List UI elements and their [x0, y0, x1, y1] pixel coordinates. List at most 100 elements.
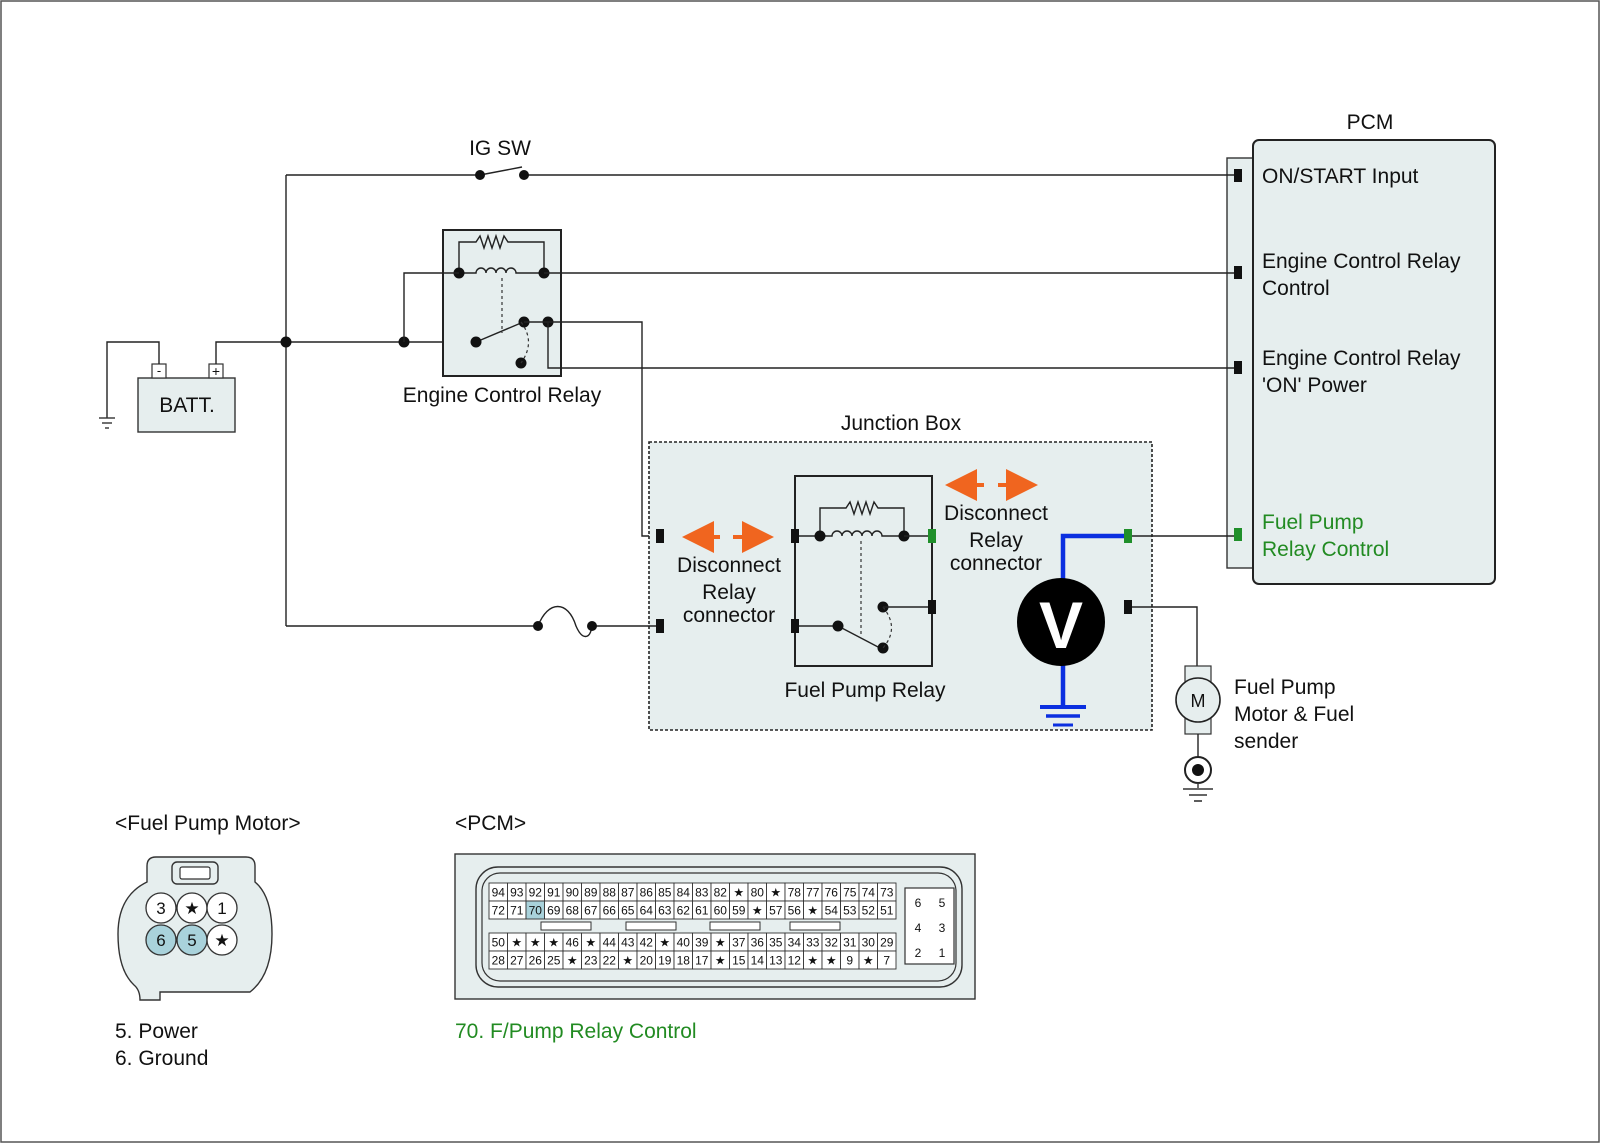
pcm-box: [1252, 139, 1496, 585]
pcm-pin-label: 54: [825, 904, 839, 918]
fuse-icon: [537, 606, 593, 638]
pcm-pin-ecr-control-line1: Engine Control Relay: [1262, 250, 1461, 273]
pcm-pin-cell: [877, 900, 897, 920]
pcm-pin-label: 65: [621, 904, 635, 918]
pcm-pin-label: 86: [640, 886, 654, 900]
disconnect-left-line2: Relay: [702, 581, 756, 604]
pcm-pin-label: 50: [492, 936, 506, 950]
pcm-pin-fpr-control-line2: Relay Control: [1262, 538, 1389, 561]
pcm-connector-legend: 70. F/Pump Relay Control: [455, 1020, 697, 1043]
pcm-pin-label: 34: [788, 936, 802, 950]
pcm-pin-label: ★: [826, 954, 837, 968]
fpr-terminal-3: [928, 529, 936, 543]
pcm-pin-label: 62: [677, 904, 691, 918]
pcm-pin-label: 91: [547, 886, 561, 900]
fuel-pump-motor: M Fuel Pump Motor & Fuel sender: [1132, 606, 1354, 802]
fpr-terminal-1: [791, 529, 799, 543]
pcm-pin-label: 12: [788, 954, 802, 968]
pcm-pin-label: 37: [732, 936, 746, 950]
pcm-pin-label: ★: [511, 936, 522, 950]
pcm-pin-label: 76: [825, 886, 839, 900]
pcm-pin-label: 94: [492, 886, 506, 900]
pcm-connector-title: <PCM>: [455, 812, 526, 835]
battery-junction-dot: [280, 336, 292, 348]
pcm-pin-label: 78: [788, 886, 802, 900]
pcm-pin-label: 83: [695, 886, 709, 900]
jb-terminal-right-top: [1124, 529, 1132, 543]
pcm-pin-label: 44: [603, 936, 617, 950]
pcm-pin-label: 92: [529, 886, 543, 900]
motor-label-line1: Fuel Pump: [1234, 676, 1336, 699]
pcm-pin-label: ★: [585, 936, 596, 950]
pcm-pin-label: 40: [677, 936, 691, 950]
pcm-pin-label: 82: [714, 886, 728, 900]
pcm-pin-label: ★: [752, 904, 763, 918]
pcm-pin-label: 51: [880, 904, 894, 918]
engine-control-relay-label: Engine Control Relay: [403, 384, 602, 407]
battery-plus-sign: +: [212, 363, 220, 379]
pcm-pin-label: 73: [880, 886, 894, 900]
pcm-pin-label: 72: [492, 904, 506, 918]
battery: BATT. - +: [99, 341, 236, 433]
pcm-pin-label: 36: [751, 936, 765, 950]
pcm-terminal-ecr-control: [1234, 266, 1242, 279]
pcm-pin-label: 7: [883, 954, 890, 968]
pcm-pin-label: ★: [548, 936, 559, 950]
pcm-pin-label: 67: [584, 904, 598, 918]
pcm-pin-label: 28: [492, 954, 506, 968]
pcm-connector-shell: [475, 866, 963, 988]
motor-label-line3: sender: [1234, 730, 1298, 753]
pcm-pin-label: 59: [732, 904, 746, 918]
ecr-switch-blade: [475, 322, 522, 343]
fuel-pump-relay-box: [794, 475, 933, 667]
pcm-pin-label: 63: [658, 904, 672, 918]
pcm-pin-label: 20: [640, 954, 654, 968]
fpm-pin-label: ★: [214, 931, 229, 950]
pcm-pin-label: ★: [715, 954, 726, 968]
voltmeter-icon: [1017, 578, 1105, 666]
main-wiring: IG SW: [215, 137, 1234, 626]
fpr-terminal-4: [928, 600, 936, 614]
fpm-pin-label: 1: [217, 899, 226, 918]
pcm-pin-label: ★: [807, 954, 818, 968]
pcm-pin-label: 60: [714, 904, 728, 918]
fpm-pin-label: 5: [187, 931, 196, 950]
probe-positive-wire: [1060, 533, 1124, 597]
pcm-pin-ecr-on-line2: 'ON' Power: [1262, 374, 1367, 397]
pcm-pin-label: 23: [584, 954, 598, 968]
battery-positive-wire: [215, 341, 286, 364]
pcm-pin-label: 29: [880, 936, 894, 950]
pcm-pin-label: 30: [862, 936, 876, 950]
pcm-pin-label: 56: [788, 904, 802, 918]
pcm-pin-label: 32: [825, 936, 839, 950]
pcm-pin-label: 14: [751, 954, 765, 968]
junction-box-label: Junction Box: [841, 412, 962, 435]
pcm-pin-label: 43: [621, 936, 635, 950]
pcm-pin-label: 71: [510, 904, 524, 918]
pcm-pin-label: 84: [677, 886, 691, 900]
fuel-pump-motor-connector: <Fuel Pump Motor> 3 ★ 1 6 5 ★ 5. Power 6…: [115, 812, 301, 1070]
pcm-terminal-ecr-on: [1234, 361, 1242, 374]
pcm-pin-fpr-control-line1: Fuel Pump: [1262, 511, 1364, 534]
pcm-pin-label: 77: [806, 886, 820, 900]
pcm-pin-label: 85: [658, 886, 672, 900]
pcm-pin-label: 64: [640, 904, 654, 918]
pcm-pin-label: 31: [843, 936, 857, 950]
fuel-pump-relay-label: Fuel Pump Relay: [784, 679, 946, 702]
pcm-side-pin-label: 4: [915, 921, 922, 935]
pcm-pin-label: ★: [807, 904, 818, 918]
fpm-legend-power: 5. Power: [115, 1020, 198, 1043]
disconnect-right-line3: connector: [950, 552, 1042, 575]
pcm-pin-label: ★: [567, 954, 578, 968]
motor-m-label: M: [1191, 691, 1206, 711]
pcm-pin-label: 25: [547, 954, 561, 968]
battery-minus-sign: -: [157, 363, 161, 378]
pcm-pin-label: 42: [640, 936, 654, 950]
pcm-pin-label: 70: [529, 904, 543, 918]
jb-terminal-left-top: [656, 529, 664, 543]
pcm-pin-label: 53: [843, 904, 857, 918]
pcm-pin-label: 39: [695, 936, 709, 950]
pcm-terminal-fpr-control: [1234, 528, 1242, 541]
pcm-pin-label: 66: [603, 904, 617, 918]
